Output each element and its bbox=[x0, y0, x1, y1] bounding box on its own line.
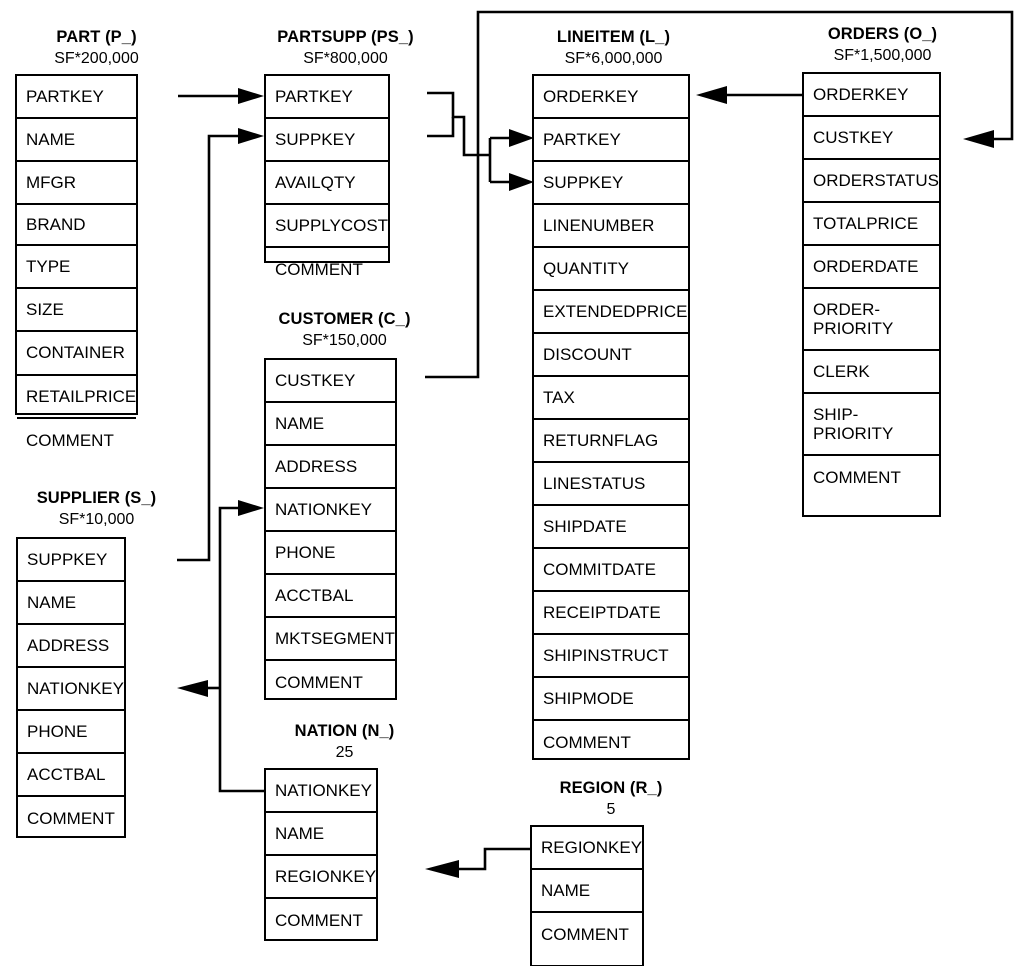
entity-customer-field: COMMENT bbox=[275, 672, 363, 692]
entity-lineitem-field: EXTENDEDPRICE bbox=[534, 291, 688, 334]
entity-lineitem-field: SUPPKEY bbox=[534, 162, 688, 205]
entity-partsupp-field: SUPPKEY bbox=[266, 119, 389, 162]
entity-supplier-field: SUPPKEY bbox=[18, 539, 124, 582]
wire-partsupp-to-lineitem-keys bbox=[427, 91, 534, 191]
entity-nation-title: NATION (N_) bbox=[294, 722, 395, 740]
entity-lineitem-field: ORDERKEY bbox=[534, 76, 688, 119]
entity-supplier-field: COMMENT bbox=[27, 808, 115, 828]
entity-orders-field: ORDERSTATUS bbox=[804, 160, 939, 203]
entity-part-field: MFGR bbox=[17, 162, 137, 205]
entity-lineitem-field: DISCOUNT bbox=[534, 334, 688, 377]
entity-customer-field: ADDRESS bbox=[266, 446, 395, 489]
entity-part-field: TYPE bbox=[17, 246, 137, 289]
entity-lineitem-field: SHIPINSTRUCT bbox=[534, 635, 688, 678]
entity-partsupp-cardinality: SF*800,000 bbox=[303, 50, 388, 67]
entity-part-field: PARTKEY bbox=[17, 76, 137, 119]
entity-lineitem-field: QUANTITY bbox=[534, 248, 688, 291]
entity-region-field: REGIONKEY bbox=[532, 827, 643, 870]
entity-part-field: CONTAINER bbox=[17, 332, 137, 376]
entity-orders-field: TOTALPRICE bbox=[804, 203, 939, 246]
wire-supplier-suppkey-to-partsupp-suppkey bbox=[177, 128, 264, 562]
entity-orders-cardinality: SF*1,500,000 bbox=[833, 47, 932, 64]
entity-partsupp-title: PARTSUPP (PS_) bbox=[277, 28, 414, 46]
entity-lineitem-cardinality: SF*6,000,000 bbox=[564, 50, 663, 67]
entity-orders-field: CLERK bbox=[804, 351, 939, 394]
entity-lineitem-field: RETURNFLAG bbox=[534, 420, 688, 463]
entity-supplier-field: ACCTBAL bbox=[18, 754, 124, 797]
entity-customer-field: NATIONKEY bbox=[266, 489, 395, 532]
entity-supplier-field: PHONE bbox=[18, 711, 124, 754]
entity-lineitem-field: TAX bbox=[534, 377, 688, 420]
entity-region-title: REGION (R_) bbox=[559, 779, 663, 797]
entity-supplier-cardinality: SF*10,000 bbox=[58, 511, 135, 528]
entity-orders-field: COMMENT bbox=[813, 467, 901, 487]
entity-nation-cardinality: 25 bbox=[335, 744, 354, 761]
entity-nation-field: NATIONKEY bbox=[266, 770, 377, 813]
entity-lineitem-field: RECEIPTDATE bbox=[534, 592, 688, 635]
entity-partsupp-field: SUPPLYCOST bbox=[266, 205, 389, 248]
entity-partsupp-field: PARTKEY bbox=[266, 76, 389, 119]
entity-orders-field: CUSTKEY bbox=[804, 117, 939, 160]
entity-orders-field: ORDER-PRIORITY bbox=[804, 289, 939, 351]
wire-region-regionkey-to-nation-regionkey bbox=[425, 847, 530, 878]
entity-customer-field: MKTSEGMENT bbox=[266, 618, 395, 661]
wire-part-partkey-to-partsupp-partkey bbox=[178, 88, 264, 104]
entity-lineitem-field: PARTKEY bbox=[534, 119, 688, 162]
entity-orders-field: SHIP-PRIORITY bbox=[804, 394, 939, 456]
entity-partsupp-field: AVAILQTY bbox=[266, 162, 389, 205]
wire-orders-orderkey-to-lineitem-orderkey bbox=[696, 86, 802, 104]
entity-part-field: NAME bbox=[17, 119, 137, 162]
entity-lineitem-field: LINENUMBER bbox=[534, 205, 688, 248]
entity-lineitem-field: SHIPDATE bbox=[534, 506, 688, 549]
entity-supplier-field: NATIONKEY bbox=[18, 668, 124, 711]
entity-part-field: SIZE bbox=[17, 289, 137, 332]
entity-region-field: COMMENT bbox=[541, 924, 629, 944]
entity-customer-field: PHONE bbox=[266, 532, 395, 575]
entity-orders-field: ORDERKEY bbox=[804, 74, 939, 117]
entity-customer-cardinality: SF*150,000 bbox=[302, 332, 387, 349]
entity-customer-title: CUSTOMER (C_) bbox=[278, 310, 411, 328]
entity-region-field: NAME bbox=[532, 870, 643, 913]
wire-nation-nationkey-to-customer-and-supplier bbox=[177, 500, 264, 793]
entity-part-cardinality: SF*200,000 bbox=[54, 50, 139, 67]
entity-lineitem-title: LINEITEM (L_) bbox=[556, 28, 671, 46]
entity-customer-field: CUSTKEY bbox=[266, 360, 395, 403]
entity-partsupp-field: COMMENT bbox=[275, 259, 363, 279]
entity-supplier-field: NAME bbox=[18, 582, 124, 625]
entity-nation-field: NAME bbox=[266, 813, 377, 856]
entity-supplier-title: SUPPLIER (S_) bbox=[36, 489, 157, 507]
entity-nation-field: REGIONKEY bbox=[266, 856, 377, 899]
entity-lineitem-field: COMMITDATE bbox=[534, 549, 688, 592]
entity-part-field: COMMENT bbox=[26, 430, 114, 450]
entity-part-field: RETAILPRICE bbox=[17, 376, 137, 419]
entity-nation-field: COMMENT bbox=[275, 910, 363, 930]
entity-customer-field: ACCTBAL bbox=[266, 575, 395, 618]
entity-supplier-field: ADDRESS bbox=[18, 625, 124, 668]
entity-part-title: PART (P_) bbox=[56, 28, 137, 46]
entity-orders-field: ORDERDATE bbox=[804, 246, 939, 289]
entity-part-field: BRAND bbox=[17, 205, 137, 246]
entity-lineitem-field: SHIPMODE bbox=[534, 678, 688, 721]
entity-customer-field: NAME bbox=[266, 403, 395, 446]
entity-region-cardinality: 5 bbox=[606, 801, 616, 818]
entity-orders-title: ORDERS (O_) bbox=[827, 25, 938, 43]
entity-lineitem-field: COMMENT bbox=[543, 732, 631, 752]
entity-lineitem-field: LINESTATUS bbox=[534, 463, 688, 506]
